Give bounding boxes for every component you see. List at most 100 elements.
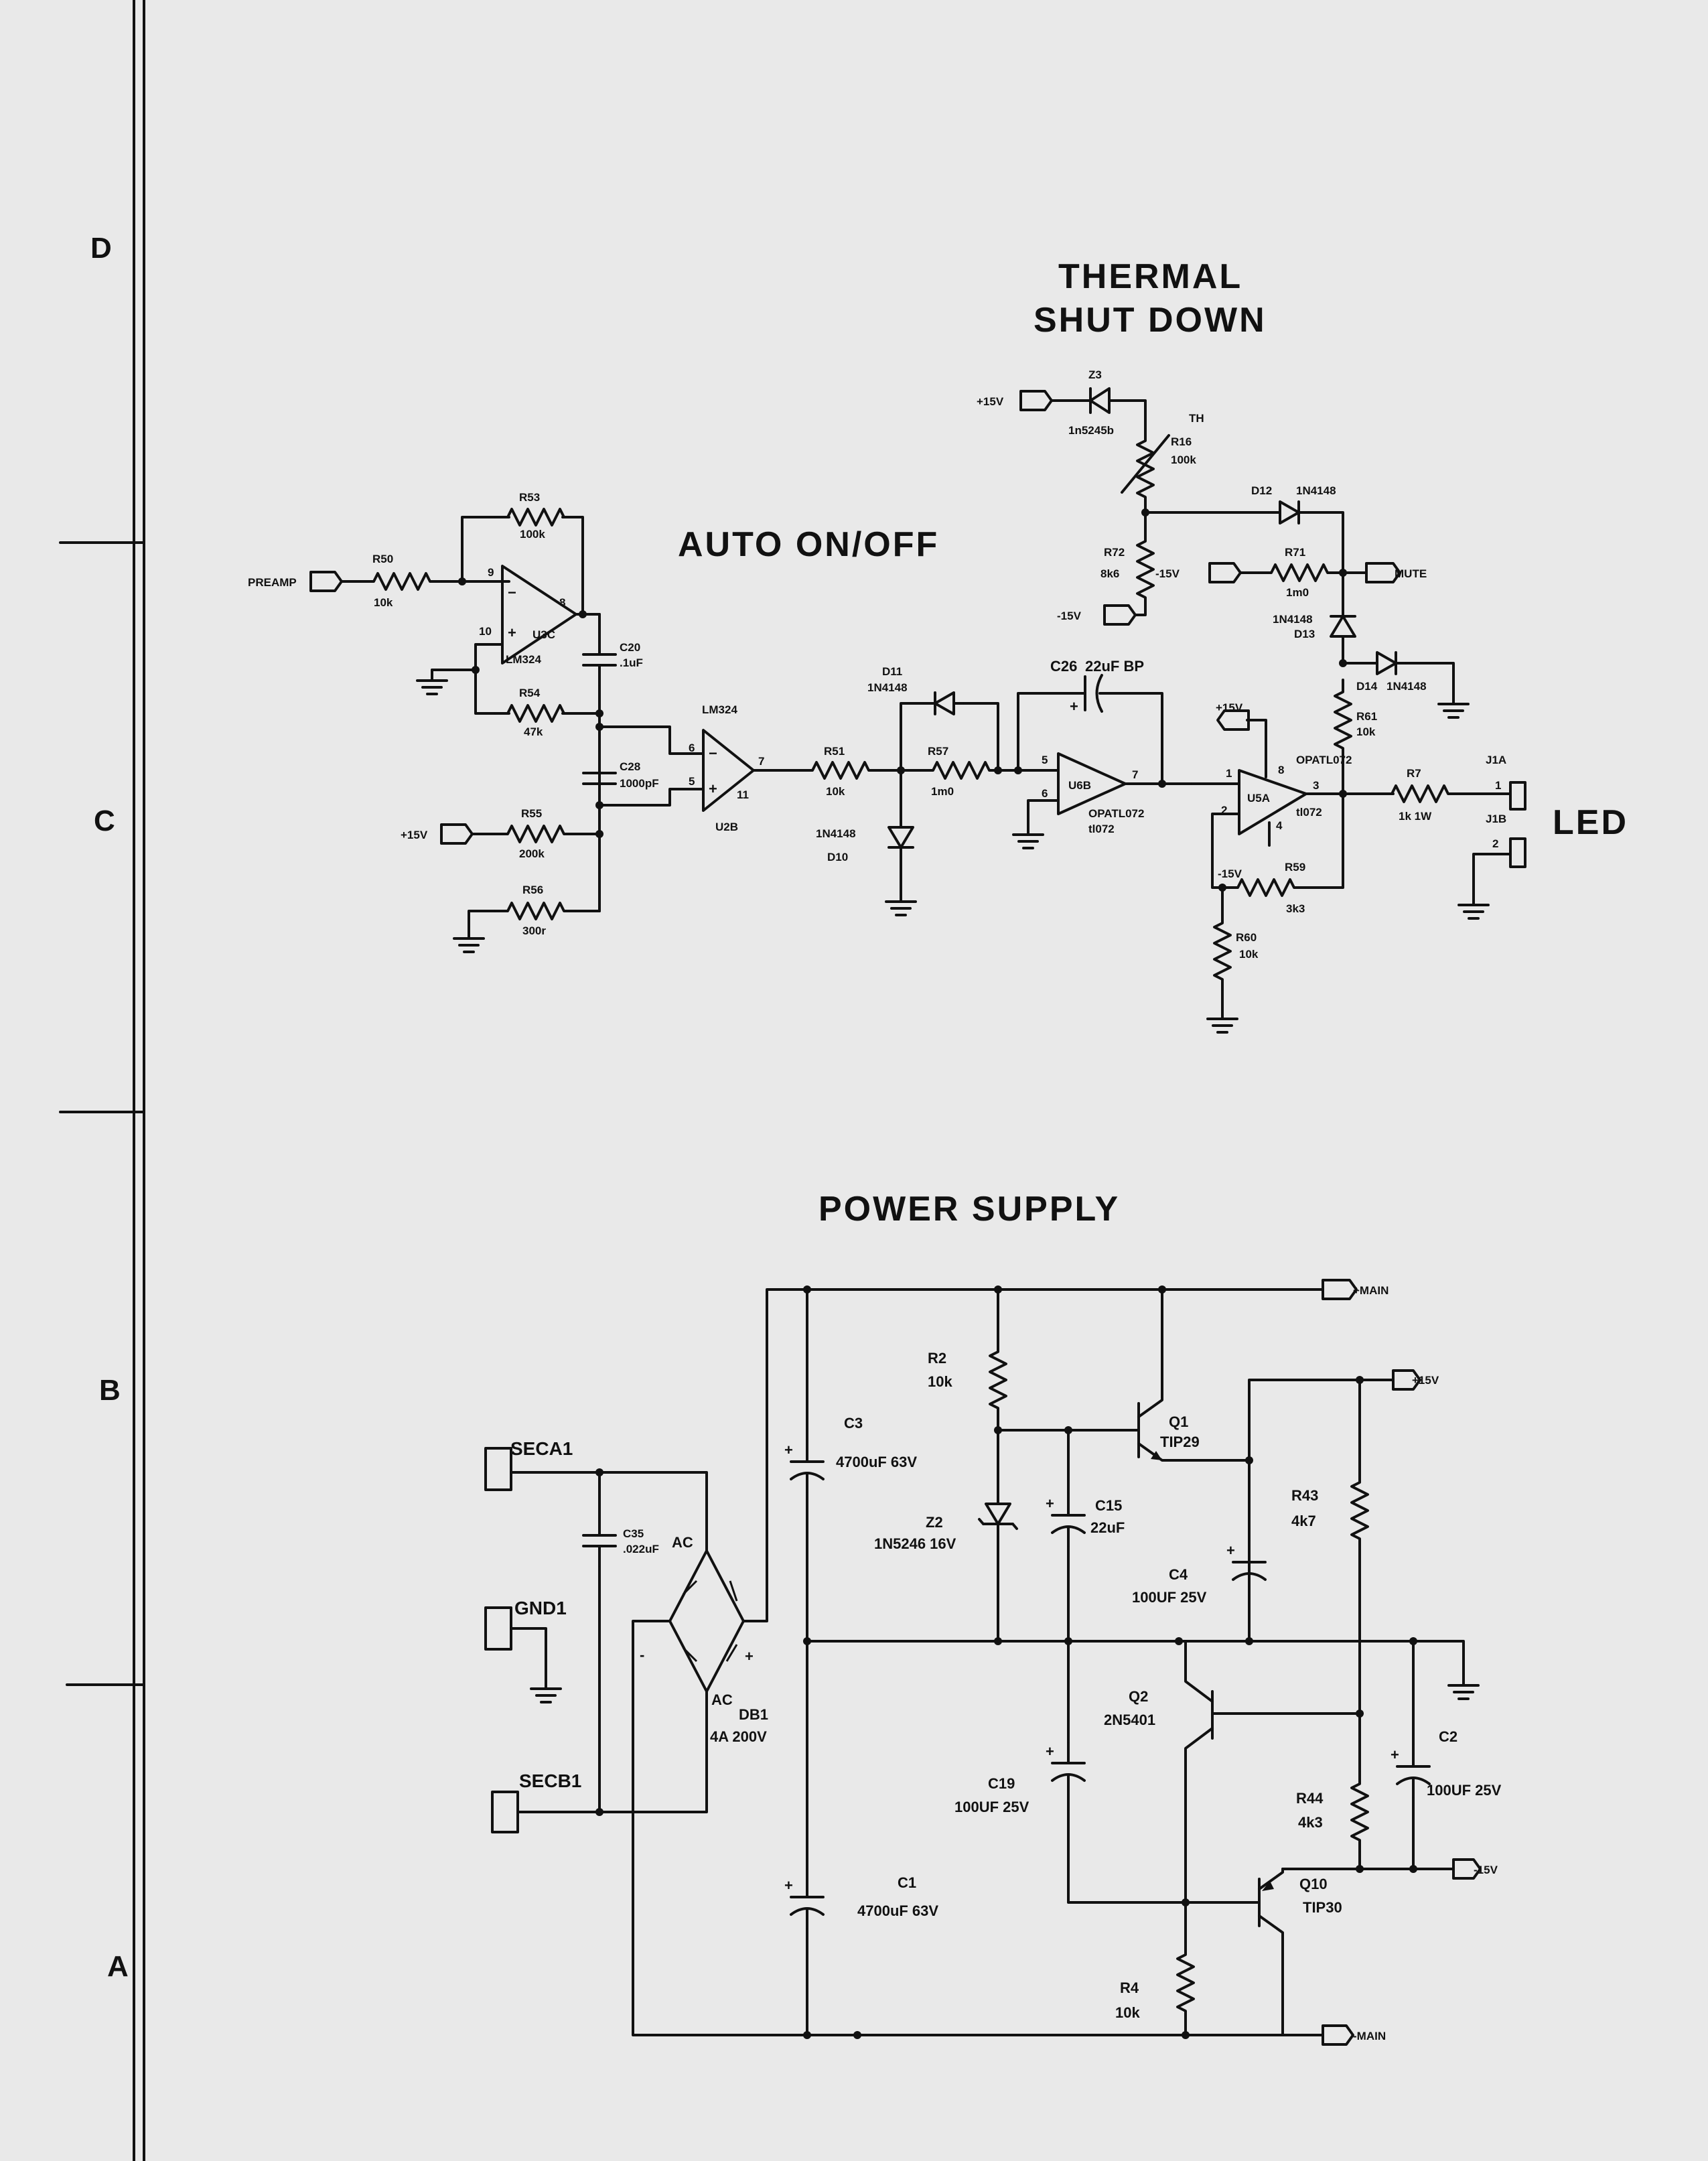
c1-value: 4700uF 63V [857, 1902, 938, 1919]
mmain-label: -MAIN [1353, 2030, 1386, 2042]
zone-label: A [107, 1950, 129, 1983]
r54-label: R54 [519, 687, 541, 699]
r16-value: 100k [1171, 454, 1196, 466]
db1-bridge [668, 1549, 745, 1693]
d11-label: D11 [882, 665, 902, 678]
r4-label: R4 [1120, 1979, 1139, 1996]
c19-value: 100UF 25V [954, 1799, 1029, 1815]
secb1-label: SECB1 [519, 1770, 581, 1791]
c35-value: .022uF [623, 1543, 659, 1555]
section-title-auto: AUTO ON/OFF [678, 525, 939, 564]
db1-label: DB1 [739, 1706, 768, 1723]
r4-value: 10k [1115, 2004, 1140, 2021]
r61-value: 10k [1356, 725, 1376, 738]
r7-value: 1k 1W [1399, 810, 1432, 823]
gnd1-label: GND1 [514, 1598, 567, 1618]
plus-label: + [745, 1648, 754, 1665]
p15v-label: +15V [1412, 1374, 1439, 1387]
d13-label: D13 [1294, 628, 1315, 640]
svg-text:+: + [1070, 698, 1078, 715]
zone-label: B [99, 1374, 121, 1407]
z2-label: Z2 [926, 1514, 943, 1531]
u6b-part-alt: tl072 [1088, 823, 1115, 835]
sheet-border [59, 0, 145, 2161]
c3-label: C3 [844, 1415, 863, 1432]
c15-value: 22uF [1090, 1519, 1125, 1536]
svg-text:−: − [508, 584, 516, 601]
c2-label: C2 [1439, 1728, 1457, 1745]
p15v-label: +15V [401, 829, 428, 841]
r56-value: 300r [522, 924, 546, 937]
q1-transistor [1137, 1288, 1251, 1462]
r60-value: 10k [1239, 948, 1259, 961]
r16-label: R16 [1171, 435, 1192, 448]
c3-value: 4700uF 63V [836, 1454, 917, 1470]
power-supply-circuit: +MAIN SECA1 C35 .022uF GND1 SECB1 AC AC … [484, 1279, 1502, 2046]
gnd1-terminal [484, 1606, 512, 1651]
d13-value: 1N4148 [1273, 613, 1313, 626]
section-title-thermal-2: SHUT DOWN [1034, 301, 1267, 340]
db1-value: 4A 200V [710, 1728, 767, 1745]
r2-label: R2 [928, 1350, 946, 1367]
secb1-terminal [491, 1791, 519, 1833]
p15v-label: +15V [1216, 701, 1243, 714]
u5a-opamp [1238, 769, 1307, 835]
r72-value: 8k6 [1100, 567, 1119, 580]
q1-label: Q1 [1169, 1413, 1188, 1430]
u2b-opamp [702, 729, 755, 812]
u5a-label: U5A [1247, 792, 1270, 805]
d14-value: 1N4148 [1386, 680, 1427, 693]
z3-label: Z3 [1088, 368, 1102, 381]
pin-label: 2 [1492, 837, 1498, 850]
u3c-label: U3C [532, 628, 555, 641]
seca1-label: SECA1 [510, 1438, 573, 1459]
auto-on-off-circuit: PREAMP R50 10k − + U3C LM324 9 10 8 R53 … [248, 491, 1194, 953]
d12-value: 1N4148 [1296, 484, 1336, 497]
r51-value: 10k [826, 785, 845, 798]
c1-label: C1 [898, 1874, 916, 1891]
svg-text:+: + [508, 624, 516, 641]
pin-label: 10 [479, 625, 492, 638]
u6b-opamp [1057, 752, 1127, 815]
pin-label: 8 [1278, 764, 1284, 776]
r53-value: 100k [520, 528, 545, 541]
r54-value: 47k [524, 725, 543, 738]
ac-label: AC [711, 1691, 733, 1708]
c35-label: C35 [623, 1527, 644, 1540]
q10-label: Q10 [1299, 1876, 1328, 1892]
zone-label: D [90, 232, 112, 265]
seca1-terminal [484, 1447, 512, 1491]
minus-label: - [640, 1647, 644, 1663]
c26-value: 22uF BP [1085, 658, 1144, 675]
q10-value: TIP30 [1303, 1899, 1342, 1916]
z3-value: 1n5245b [1068, 424, 1114, 437]
r56-label: R56 [522, 884, 543, 896]
lm324-label: LM324 [702, 703, 737, 716]
pin-label: 3 [1313, 779, 1319, 792]
d11-value: 1N4148 [867, 681, 908, 694]
mute-label: MUTE [1395, 567, 1427, 580]
m15v-label: -15V [1474, 1864, 1498, 1876]
j1b-label: J1B [1486, 813, 1506, 825]
pin-label: 2 [1221, 804, 1227, 817]
u2b-label: U2B [715, 821, 738, 833]
pin-label: 6 [1042, 787, 1048, 800]
d10-label: D10 [827, 851, 848, 863]
r55-value: 200k [519, 847, 545, 860]
preamp-label: PREAMP [248, 576, 297, 589]
q10-transistor [1258, 1868, 1284, 2036]
q2-value: 2N5401 [1104, 1712, 1155, 1728]
r51-label: R51 [824, 745, 845, 758]
q2-transistor [1184, 1640, 1361, 1904]
r53-label: R53 [519, 491, 540, 504]
thermal-shutdown-circuit: +15V Z3 1n5245b TH R16 100k D12 1N4148 R… [977, 368, 1526, 1034]
u3c-opamp [501, 565, 577, 665]
r71-label: R71 [1285, 546, 1305, 559]
pin-label: 5 [1042, 754, 1048, 766]
u6b-part: OPATL072 [1088, 807, 1144, 820]
c28-label: C28 [620, 760, 640, 773]
r57-label: R57 [928, 745, 948, 758]
zone-label: C [94, 805, 115, 837]
c15-label: C15 [1095, 1497, 1122, 1514]
